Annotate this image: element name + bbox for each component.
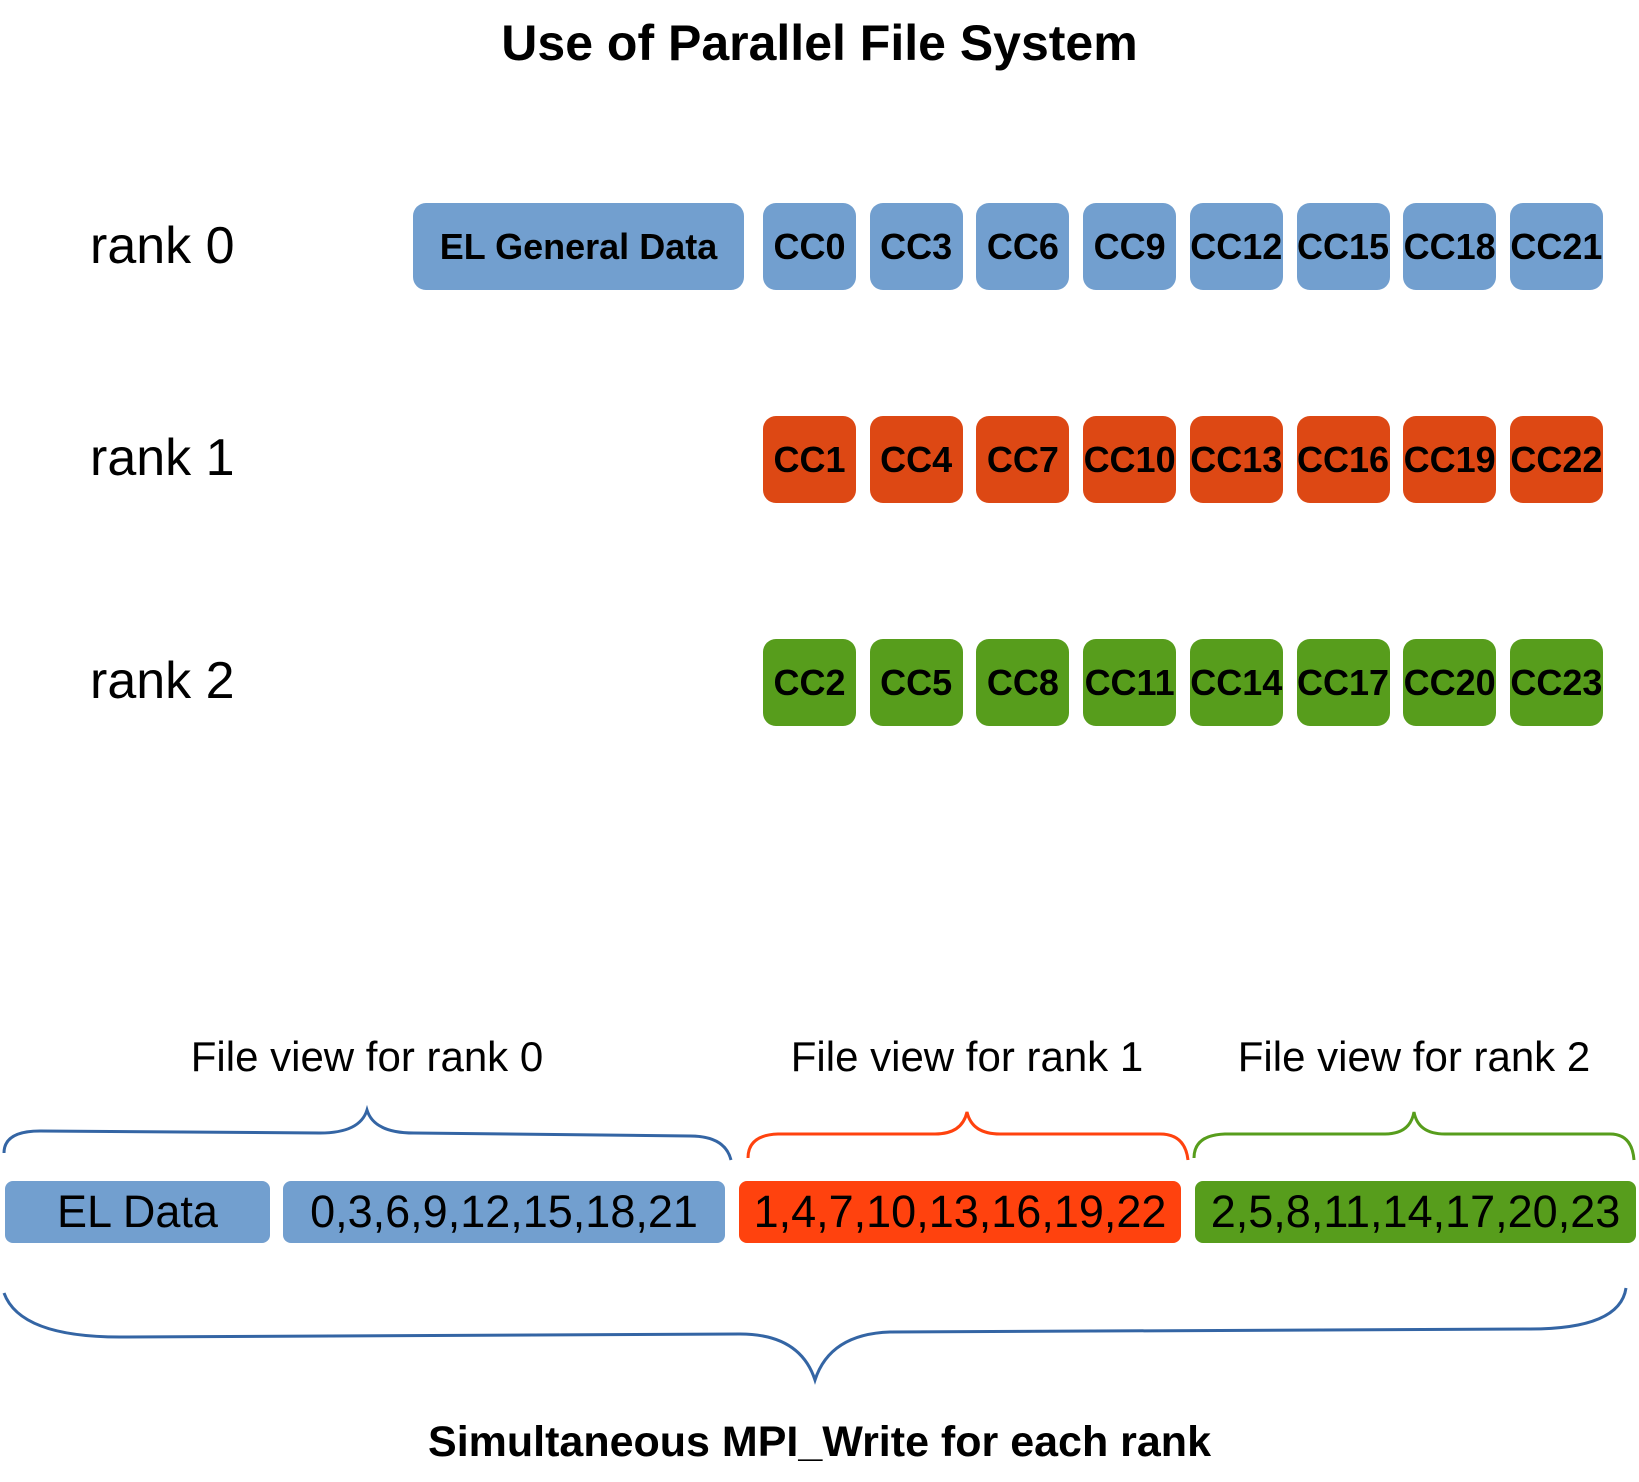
brace-rank-0: [2, 1104, 733, 1161]
block-rank-1-3: CC10: [1083, 416, 1177, 503]
block-rank-2-0: CC2: [763, 639, 856, 726]
block-rank-2-4: CC14: [1189, 639, 1283, 726]
block-rank-2-2: CC8: [976, 639, 1070, 726]
file-view-label-rank-2: File view for rank 2: [1237, 1033, 1591, 1080]
block-rank-2-3: CC11: [1083, 639, 1177, 726]
rank-label-0: rank 0: [90, 217, 235, 275]
block-rank-1-4: CC13: [1189, 416, 1283, 503]
block-rank-0-7: CC21: [1509, 203, 1603, 290]
el-general-data-block: EL General Data: [413, 203, 744, 290]
diagram-title: Use of Parallel File System: [501, 15, 1138, 71]
block-rank-0-2: CC6: [976, 203, 1070, 290]
block-rank-0-5: CC15: [1296, 203, 1390, 290]
block-rank-1-5: CC16: [1296, 416, 1390, 503]
file-segment-rank-1: 1,4,7,10,13,16,19,22: [739, 1181, 1181, 1243]
block-rank-0-3: CC9: [1083, 203, 1177, 290]
block-rank-0-1: CC3: [869, 203, 963, 290]
block-rank-2-1: CC5: [869, 639, 963, 726]
rank-label-1: rank 1: [90, 429, 235, 487]
block-rank-2-7: CC23: [1509, 639, 1603, 726]
block-rank-1-1: CC4: [869, 416, 963, 503]
file-segment-el-data: EL Data: [5, 1181, 270, 1243]
footer-caption: Simultaneous MPI_Write for each rank: [428, 1418, 1211, 1466]
block-rank-1-0: CC1: [763, 416, 856, 503]
block-rank-1-6: CC19: [1403, 416, 1497, 503]
block-rank-0-4: CC12: [1189, 203, 1283, 290]
block-rank-1-2: CC7: [976, 416, 1070, 503]
rank-label-2: rank 2: [90, 652, 235, 710]
file-segment-rank-2: 2,5,8,11,14,17,20,23: [1195, 1181, 1636, 1243]
block-rank-1-7: CC22: [1509, 416, 1603, 503]
brace-all: [2, 1287, 1628, 1385]
brace-rank-1: [746, 1111, 1190, 1161]
block-rank-0-0: CC0: [763, 203, 856, 290]
brace-rank-2: [1192, 1111, 1636, 1161]
block-rank-2-6: CC20: [1403, 639, 1497, 726]
block-rank-2-5: CC17: [1296, 639, 1390, 726]
block-rank-0-6: CC18: [1403, 203, 1497, 290]
file-view-label-rank-1: File view for rank 1: [790, 1033, 1144, 1080]
file-view-label-rank-0: File view for rank 0: [190, 1033, 544, 1080]
file-segment-rank-0: 0,3,6,9,12,15,18,21: [283, 1181, 725, 1243]
